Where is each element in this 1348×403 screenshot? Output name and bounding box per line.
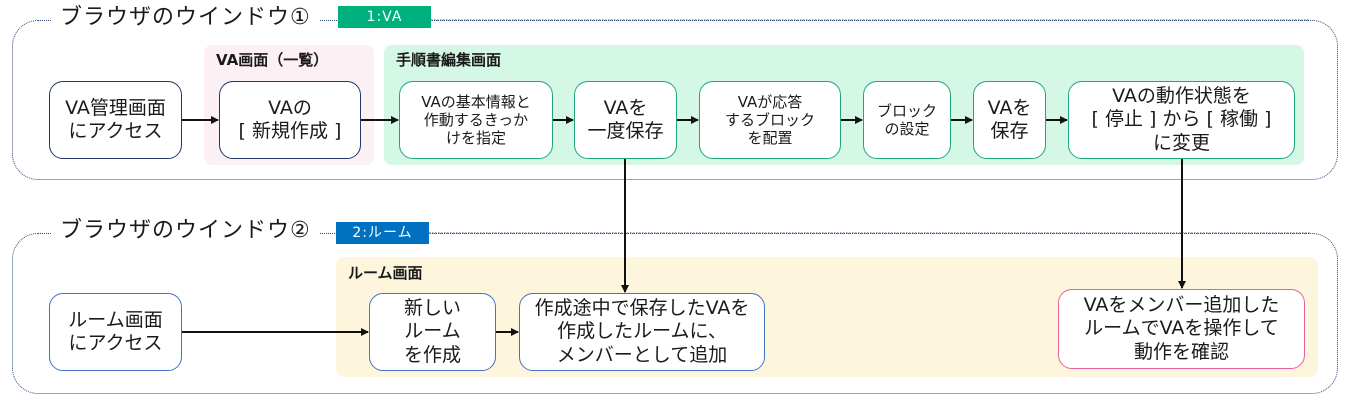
badge-room: 2:ルーム bbox=[336, 222, 429, 244]
browser-window-2-frame bbox=[12, 233, 1338, 394]
node-save: VAを 保存 bbox=[973, 81, 1046, 159]
node-change-state: VAの動作状態を [ 停止 ] から [ 稼働 ] に変更 bbox=[1068, 81, 1295, 159]
region-room-label: ルーム画面 bbox=[348, 264, 423, 282]
node-access-room: ルーム画面 にアクセス bbox=[49, 293, 182, 371]
node-basic-info: VAの基本情報と 作動するきっか けを指定 bbox=[399, 81, 553, 159]
browser-window-1-title: ブラウザのウインドウ① bbox=[52, 3, 319, 33]
node-save-once: VAを 一度保存 bbox=[574, 81, 677, 159]
node-place-blocks: VAが応答 するブロック を配置 bbox=[699, 81, 841, 159]
region-va-list-label: VA画面（一覧） bbox=[216, 51, 329, 69]
node-access-va-admin: VA管理画面 にアクセス bbox=[49, 81, 182, 159]
node-add-member: 作成途中で保存したVAを 作成したルームに、 メンバーとして追加 bbox=[519, 293, 765, 371]
node-verify-operation: VAをメンバー追加した ルームでVAを操作して 動作を確認 bbox=[1058, 289, 1305, 369]
badge-va: 1:VA bbox=[338, 6, 431, 28]
node-create-room: 新しい ルーム を作成 bbox=[369, 293, 496, 371]
region-editor-label: 手順書編集画面 bbox=[396, 51, 502, 69]
browser-window-1-frame bbox=[12, 20, 1338, 180]
node-block-settings: ブロック の設定 bbox=[863, 81, 951, 159]
node-create-va: VAの [ 新規作成 ] bbox=[219, 81, 361, 159]
browser-window-2-title: ブラウザのウインドウ② bbox=[52, 216, 319, 246]
